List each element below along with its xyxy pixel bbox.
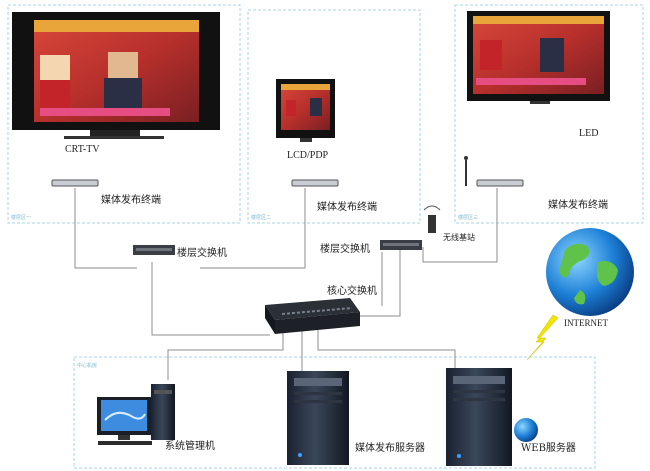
zone-tag-right: 楼层区三	[458, 214, 478, 221]
led-label: LED	[579, 128, 598, 139]
lightning-icon	[526, 314, 559, 361]
zone-tag-left: 楼层区一	[11, 214, 31, 221]
wireless-ap	[423, 205, 441, 233]
media-terminal-middle	[291, 179, 339, 187]
zone-floor-3	[454, 4, 644, 224]
floor-switch-left-label: 楼层交换机	[177, 246, 227, 259]
floor-switch-left	[133, 245, 175, 255]
crt-tv-label: CRT-TV	[65, 144, 100, 155]
network-cables	[74, 188, 498, 380]
web-server	[446, 368, 538, 466]
media-terminal-left-label: 媒体发布终端	[101, 193, 161, 206]
zone-floor-1	[7, 4, 241, 224]
internet-label: INTERNET	[564, 318, 608, 328]
crt-tv	[12, 12, 220, 139]
media-terminal-right-label: 媒体发布终端	[548, 198, 608, 211]
media-server	[287, 371, 349, 465]
lcd-pdp	[276, 79, 335, 142]
wireless-ap-label: 无线基站	[443, 232, 475, 242]
media-terminal-middle-label: 媒体发布终端	[317, 200, 377, 213]
zone-tag-bottom: 中心机房	[77, 362, 97, 369]
zone-floor-2	[247, 9, 421, 224]
lcd-pdp-label: LCD/PDP	[287, 150, 329, 161]
zone-tag-middle: 楼层区二	[251, 214, 271, 221]
globe-icon	[546, 228, 634, 316]
core-switch	[265, 298, 360, 334]
web-server-label: WEB服务器	[521, 441, 576, 454]
led-screen	[467, 11, 610, 104]
media-terminal-right	[464, 156, 524, 187]
core-switch-label: 核心交换机	[327, 284, 377, 297]
media-terminal-left	[51, 179, 99, 187]
floor-switch-right-label: 楼层交换机	[320, 242, 370, 255]
zone-center-room	[73, 356, 596, 469]
media-server-label: 媒体发布服务器	[355, 441, 425, 454]
admin-pc	[97, 384, 175, 445]
floor-switch-right	[380, 240, 422, 250]
admin-pc-label: 系统管理机	[165, 439, 215, 452]
